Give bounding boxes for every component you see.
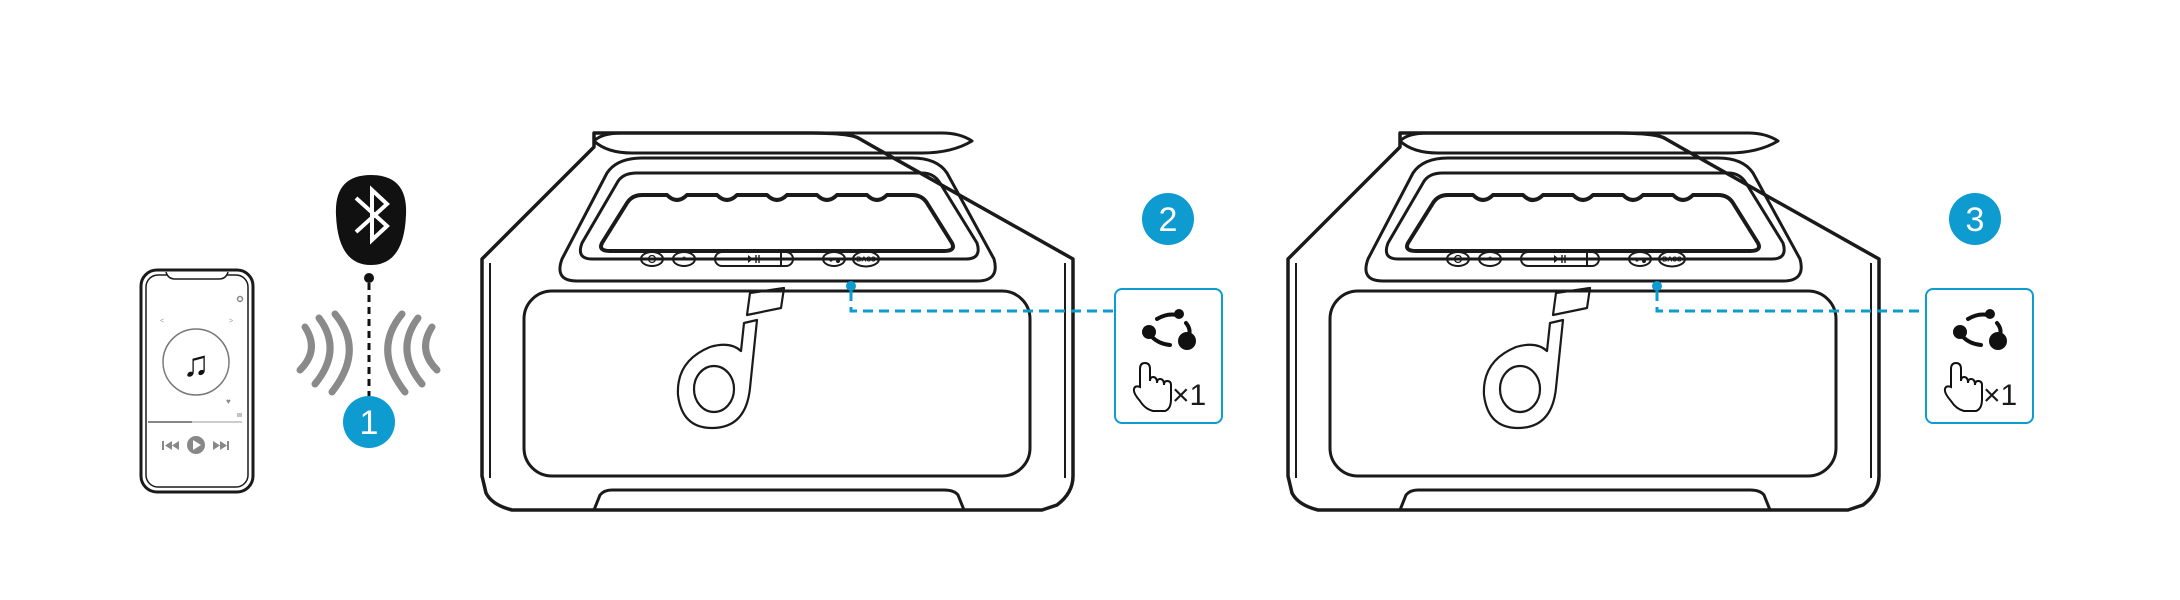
next-icon [213,441,229,450]
bass-button-label: BASS [856,257,876,264]
step-2-badge: 2 [1142,193,1194,245]
step-3-callout: ×1 [1924,287,2035,425]
play-icon [187,436,205,454]
smartphone: < > ♫ ♥ [139,268,255,494]
step-3-number: 3 [1966,201,1985,239]
step-1-badge: 1 [343,396,395,448]
step-2-callout: ×1 [1113,287,1224,425]
bass-button-label: BASS [1662,257,1682,264]
heart-icon: ♥ [226,397,231,406]
press-count: ×1 [1983,379,2017,412]
press-count: ×1 [1172,379,1206,412]
signal-waves-icon [296,310,441,396]
step-3-badge: 3 [1949,193,2001,245]
step-1-number: 1 [360,404,379,442]
menu-icon [237,413,242,417]
media-controls [162,436,229,454]
bluetooth-icon [335,175,407,265]
speaker-1 [480,131,1120,512]
settings-icon [236,295,244,303]
step-2-number: 2 [1159,201,1178,239]
connector-dot [364,273,374,283]
previous-icon [162,441,179,450]
chevron-left-icon: < [160,318,164,325]
speaker-2 [1286,131,1926,512]
chevron-right-icon: > [229,318,233,325]
music-note-icon: ♫ [183,343,210,384]
